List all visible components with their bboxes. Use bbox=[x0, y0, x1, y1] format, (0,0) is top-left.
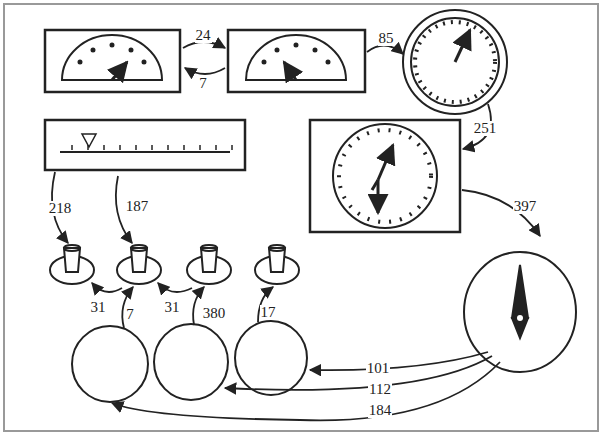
callout-number: 112 bbox=[368, 382, 392, 397]
callout-number: 218 bbox=[48, 201, 73, 216]
callout-number: 7 bbox=[198, 76, 208, 91]
callout-number: 31 bbox=[164, 300, 181, 315]
callout-number: 397 bbox=[513, 199, 538, 214]
callout-number: 184 bbox=[368, 403, 393, 418]
callout-number: 380 bbox=[202, 306, 227, 321]
callout-number: 17 bbox=[260, 305, 277, 320]
callout-number: 101 bbox=[366, 361, 391, 376]
callout-number: 85 bbox=[378, 31, 395, 46]
callout-number: 251 bbox=[473, 121, 498, 136]
callout-number: 31 bbox=[90, 300, 107, 315]
callout-number: 187 bbox=[125, 199, 150, 214]
callout-number: 24 bbox=[195, 28, 212, 43]
callout-number: 7 bbox=[125, 307, 135, 322]
